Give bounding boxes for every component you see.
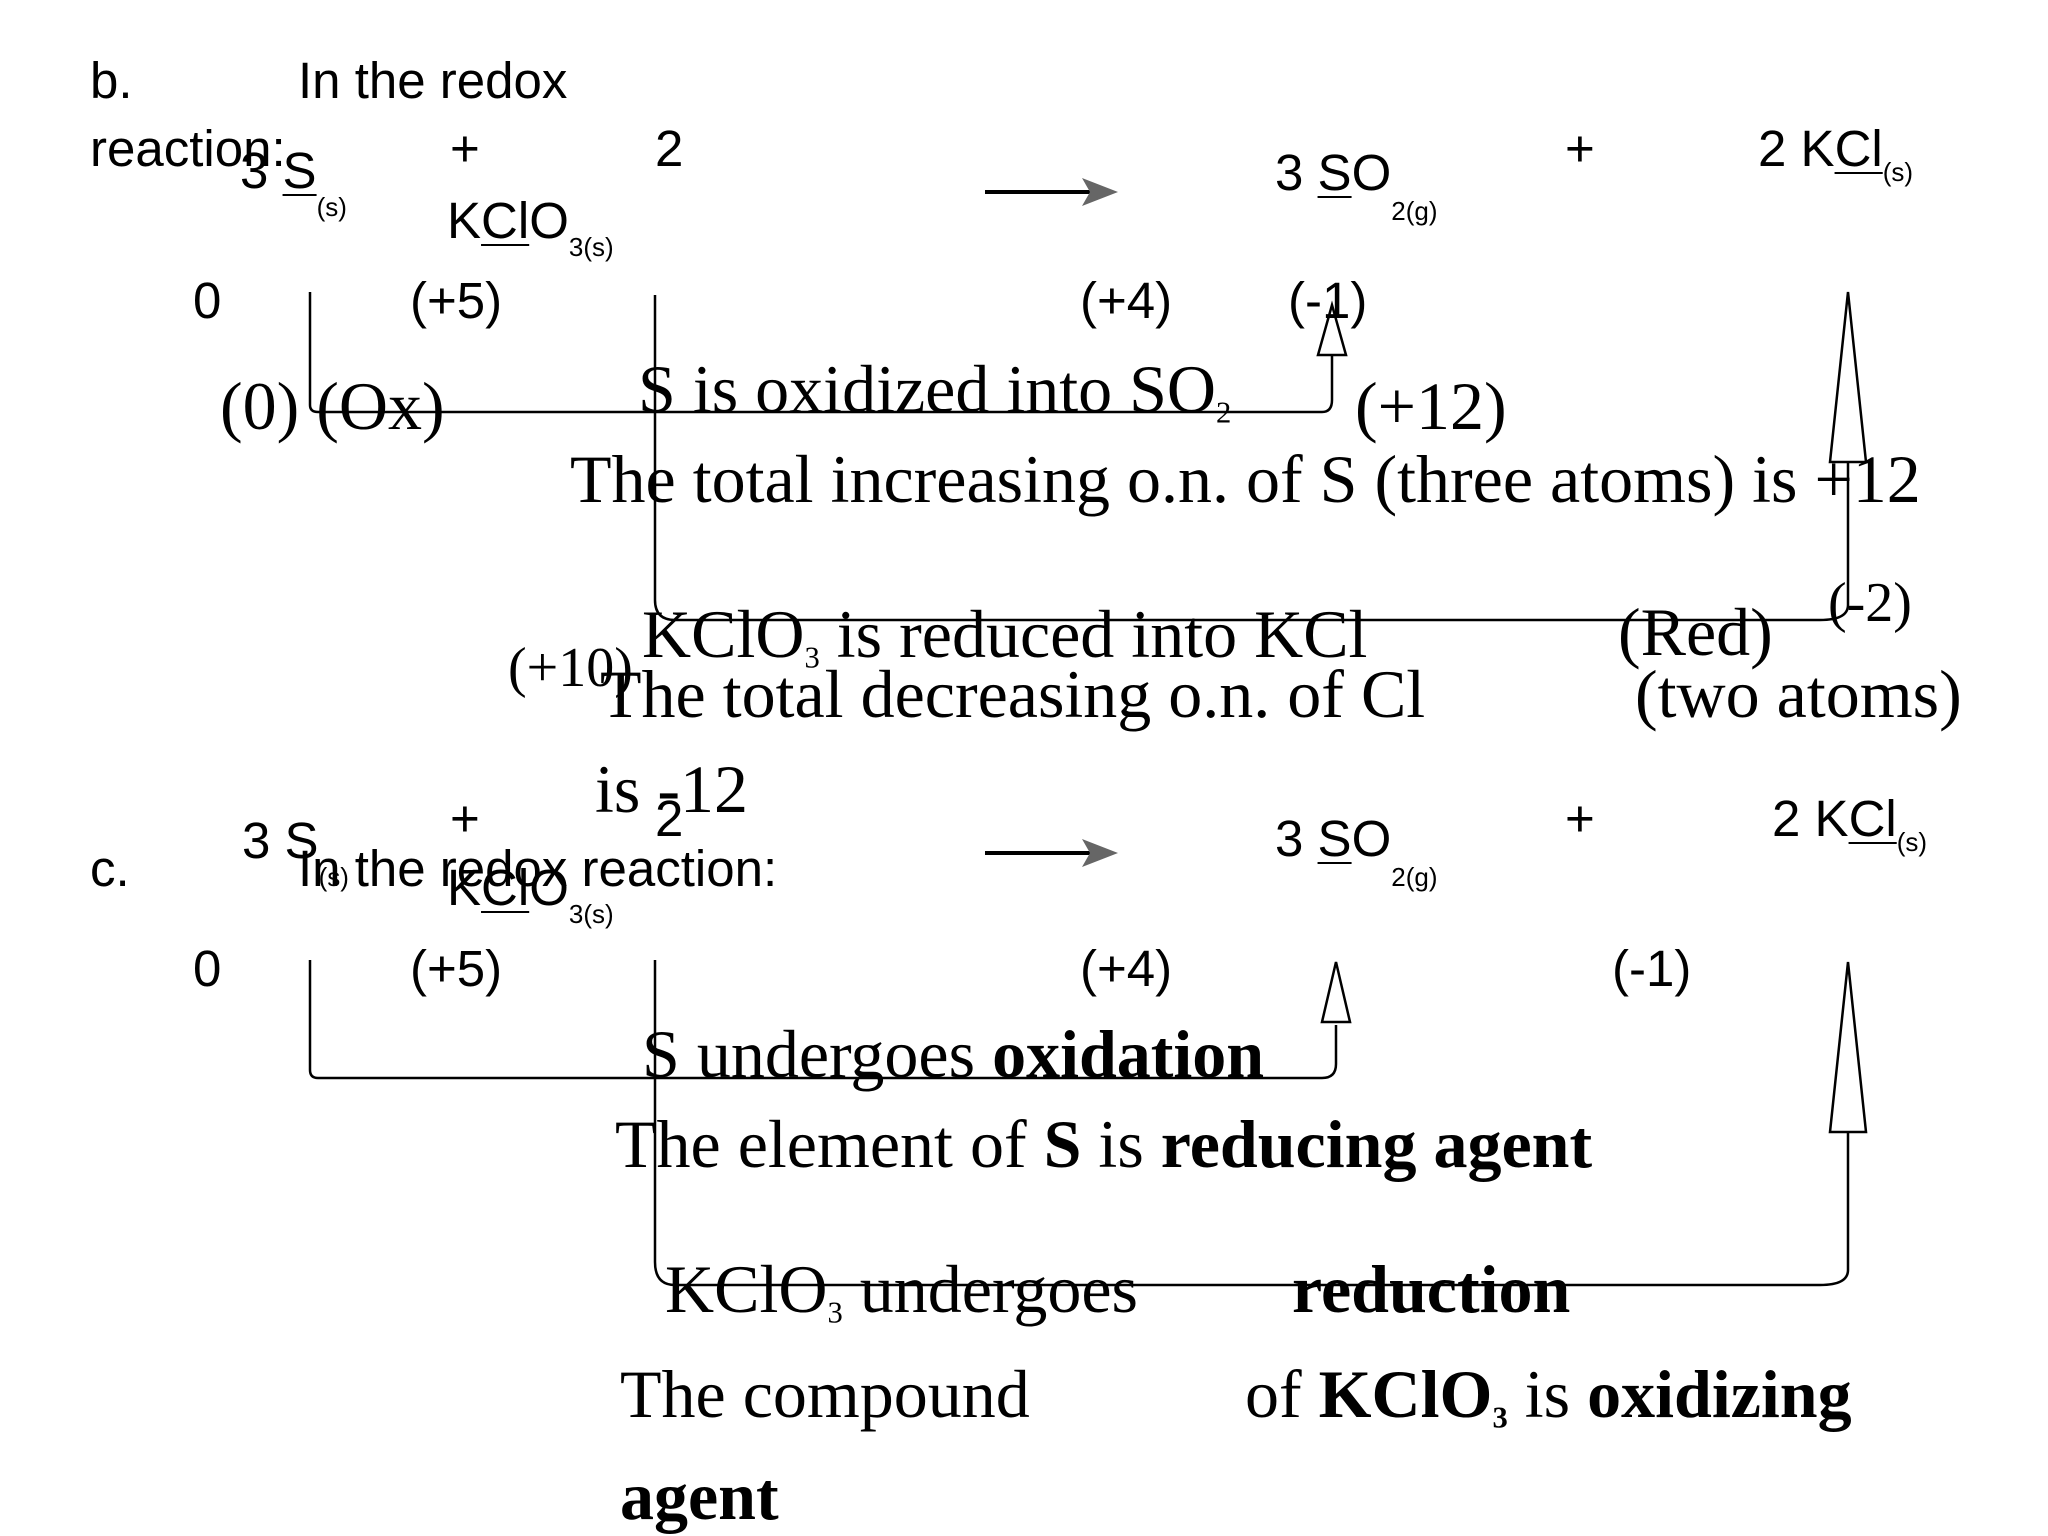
b-reactant2-cl: Cl: [481, 192, 530, 249]
b-red-step: (-2): [1828, 572, 1912, 634]
b-decrease-line-3: is -12: [595, 751, 748, 827]
b-product-so2: 3 SO2(g): [1275, 144, 1438, 226]
b-heading-2: reaction:: [90, 120, 286, 177]
c-product-kcl: 2 KCl(s): [1772, 790, 1928, 857]
b-reactant-kclo3: KClO3(s): [447, 192, 614, 262]
b-reaction-arrowhead: [1082, 178, 1118, 206]
b-reactant1-state: (s): [316, 192, 347, 222]
b-red-text: KClO3 is reduced into KCl: [642, 596, 1368, 675]
c-product-so2: 3 SO2(g): [1275, 810, 1438, 892]
c-plus-1: +: [450, 790, 480, 847]
c-reactant2-coef: 2: [655, 790, 684, 847]
c-reduction-bracket: [653, 960, 1850, 1287]
c-agent: agent: [620, 1458, 779, 1534]
c-ox-arrowhead: [1320, 961, 1352, 1024]
b-product2-cl: Cl: [1834, 120, 1883, 177]
b-red-label: (Red): [1618, 594, 1773, 670]
b-ox-left: (0) (Ox): [220, 368, 445, 444]
c-oxidation-line: S undergoes oxidation: [642, 1016, 1265, 1092]
b-reactant1-coef: 3: [240, 142, 269, 199]
b-on-cl-reactant: (+5): [410, 272, 503, 329]
c-on-cl-reactant: (+5): [410, 940, 503, 997]
c-product2-cl: Cl: [1848, 790, 1897, 847]
c-reactant-kclo3: KClO3(s): [447, 859, 614, 929]
b-product-kcl: 2 KCl(s): [1758, 120, 1914, 187]
c-on-s: 0: [193, 940, 222, 997]
b-oxidation-bracket: [308, 292, 1334, 414]
b-ox-arrowhead: [1316, 300, 1348, 357]
c-reduction-bold: reduction: [1292, 1251, 1571, 1327]
b-increase-line: The total increasing o.n. of S (three at…: [570, 441, 1921, 517]
c-reducing-agent-line: The element of S is reducing agent: [615, 1106, 1593, 1182]
b-reactant-sulfur: 3 S(s): [240, 142, 347, 220]
b-plus-1: +: [450, 120, 480, 177]
c-red-arrowhead: [1828, 961, 1868, 1134]
c-reaction-arrowhead: [1082, 839, 1118, 867]
c-product1-s: S: [1317, 810, 1352, 867]
c-on-s-product: (+4): [1080, 940, 1173, 997]
b-decrease-line-1: The total decreasing o.n. of Cl: [600, 656, 1426, 732]
c-reactant-sulfur: 3 S(s): [242, 812, 349, 892]
b-reactant1-symbol: S: [282, 142, 317, 199]
b-on-s: 0: [193, 272, 222, 329]
b-ox-total: (+12): [1355, 368, 1507, 444]
c-on-cl-product: (-1): [1612, 940, 1692, 997]
c-compound-pre: The compound: [620, 1356, 1030, 1432]
c-oxidation-bracket: [308, 960, 1338, 1080]
c-heading: In the redox reaction:: [298, 840, 778, 897]
b-ox-text: S is oxidized into SO2: [638, 351, 1232, 430]
c-reactant2-cl: Cl: [481, 859, 530, 916]
b-heading-1: In the redox: [298, 52, 568, 109]
b-on-cl-product: (-1): [1288, 272, 1368, 329]
b-red-arrowhead: [1828, 291, 1868, 464]
b-label: b.: [90, 52, 133, 109]
b-product1-s: S: [1317, 144, 1352, 201]
c-compound-line: of KClO3 is oxidizing: [1245, 1356, 1852, 1435]
b-reactant2-coef: 2: [655, 120, 684, 177]
c-reduction-line: KClO3 undergoes: [665, 1251, 1139, 1330]
b-red-total: (+10): [508, 637, 633, 699]
b-plus-2: +: [1565, 120, 1595, 177]
c-plus-2: +: [1565, 790, 1595, 847]
b-reduction-bracket: [653, 295, 1850, 622]
b-on-s-product: (+4): [1080, 272, 1173, 329]
c-label: c.: [90, 840, 130, 897]
b-decrease-line-2: (two atoms): [1635, 656, 1962, 732]
